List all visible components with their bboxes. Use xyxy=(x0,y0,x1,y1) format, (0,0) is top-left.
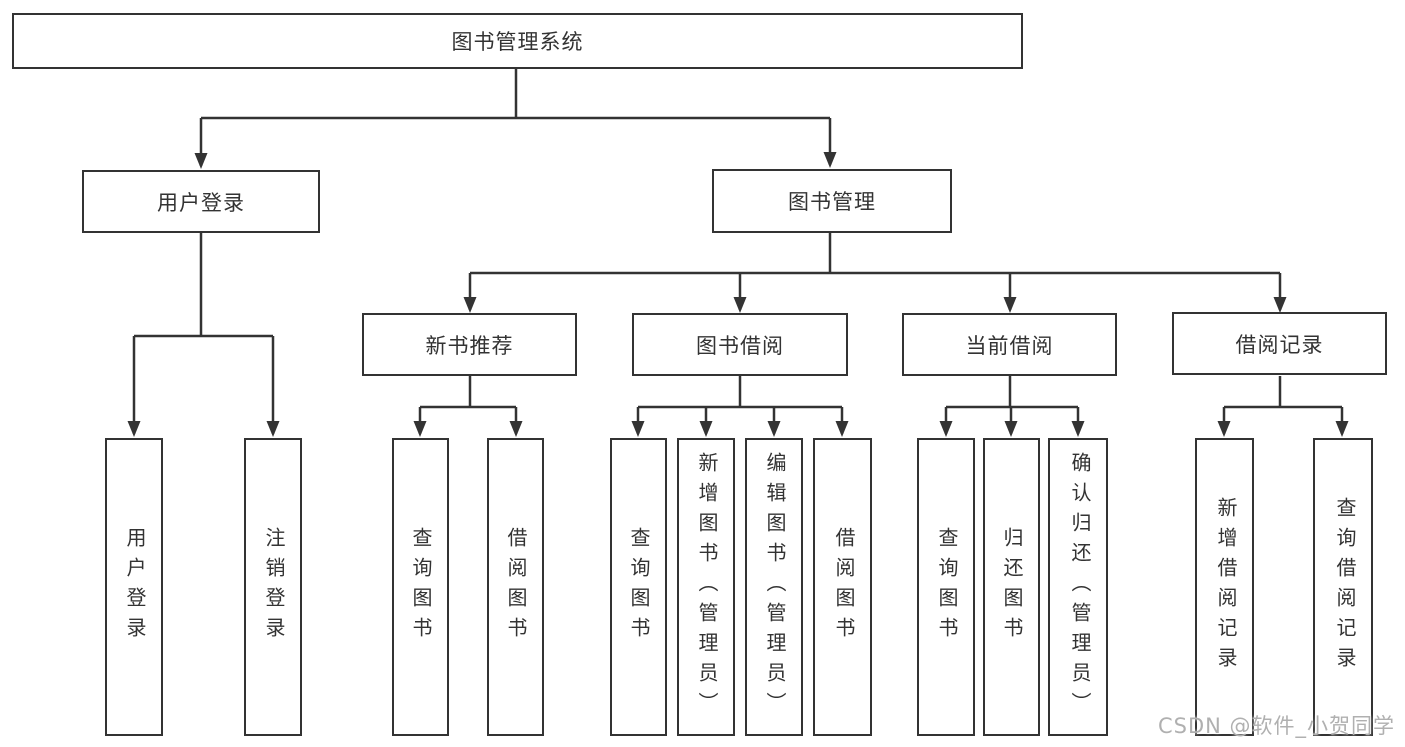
leaf-current-query: 查询图书 xyxy=(917,438,975,736)
leaf-borrowing-edit-admin: 编辑图书（管理员） xyxy=(745,438,803,736)
leaf-records-add: 新增借阅记录 xyxy=(1195,438,1254,736)
leaf-borrowing-borrow: 借阅图书 xyxy=(813,438,872,736)
leaf-user-login: 用户登录 xyxy=(105,438,163,736)
node-user-login: 用户登录 xyxy=(82,170,320,233)
leaf-borrowing-query: 查询图书 xyxy=(610,438,667,736)
leaf-current-confirm-admin: 确认归还（管理员） xyxy=(1048,438,1108,736)
node-current-borrowing: 当前借阅 xyxy=(902,313,1117,376)
node-book-borrowing: 图书借阅 xyxy=(632,313,848,376)
leaf-logout: 注销登录 xyxy=(244,438,302,736)
leaf-current-return: 归还图书 xyxy=(983,438,1040,736)
leaf-borrowing-add-admin: 新增图书（管理员） xyxy=(677,438,735,736)
leaf-new-books-query: 查询图书 xyxy=(392,438,449,736)
node-borrowing-records: 借阅记录 xyxy=(1172,312,1387,375)
node-root-system: 图书管理系统 xyxy=(12,13,1023,69)
leaf-new-books-borrow: 借阅图书 xyxy=(487,438,544,736)
leaf-records-query: 查询借阅记录 xyxy=(1313,438,1373,736)
node-new-book-recommend: 新书推荐 xyxy=(362,313,577,376)
csdn-watermark: CSDN @软件_小贺同学 xyxy=(1158,714,1396,738)
node-book-management: 图书管理 xyxy=(712,169,952,233)
